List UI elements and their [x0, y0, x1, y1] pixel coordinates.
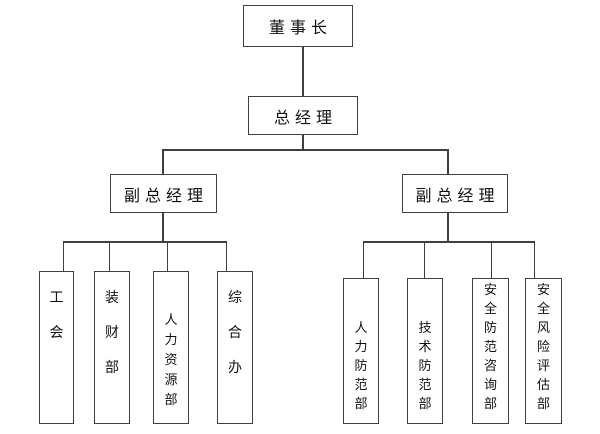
connector-gm-trunk [302, 135, 304, 149]
connector-right-drop-seccons [490, 241, 492, 278]
connector-bus-right-drop [447, 149, 449, 174]
connector-gm-bus [162, 149, 449, 151]
org-node-risk-assessment-dept: 安全风险评估部 [525, 278, 562, 424]
org-node-general-manager: 总经理 [248, 96, 358, 135]
connector-left-drop-genoffice [225, 241, 227, 271]
connector-left-drop-eqfin [108, 241, 110, 271]
connector-right-trunk [447, 213, 449, 241]
connector-left-bus [62, 241, 227, 243]
connector-right-bus [362, 241, 535, 243]
org-node-labor-union: 工会 [39, 271, 74, 424]
connector-left-drop-hr [166, 241, 168, 271]
org-node-human-resources-dept: 人力资源部 [153, 271, 189, 424]
org-node-human-defense-dept: 人力防范部 [343, 278, 379, 424]
org-node-technical-defense-dept: 技术防范部 [407, 278, 443, 424]
org-node-general-office: 综合办 [217, 271, 253, 424]
connector-left-drop-union [62, 241, 64, 271]
org-node-chairman: 董事长 [243, 5, 353, 47]
connector-right-drop-humandef [362, 241, 364, 278]
connector-bus-left-drop [162, 149, 164, 174]
org-node-security-consulting-dept: 安全防范咨询部 [472, 278, 509, 424]
connector-right-drop-techdef [423, 241, 425, 278]
connector-right-drop-riskassess [533, 241, 535, 278]
org-node-equipment-finance-dept: 装财部 [94, 271, 130, 424]
connector-left-trunk [162, 213, 164, 241]
connector-chairman-gm [302, 47, 304, 96]
org-node-deputy-gm-left: 副总经理 [110, 174, 217, 213]
org-node-deputy-gm-right: 副总经理 [402, 174, 508, 213]
